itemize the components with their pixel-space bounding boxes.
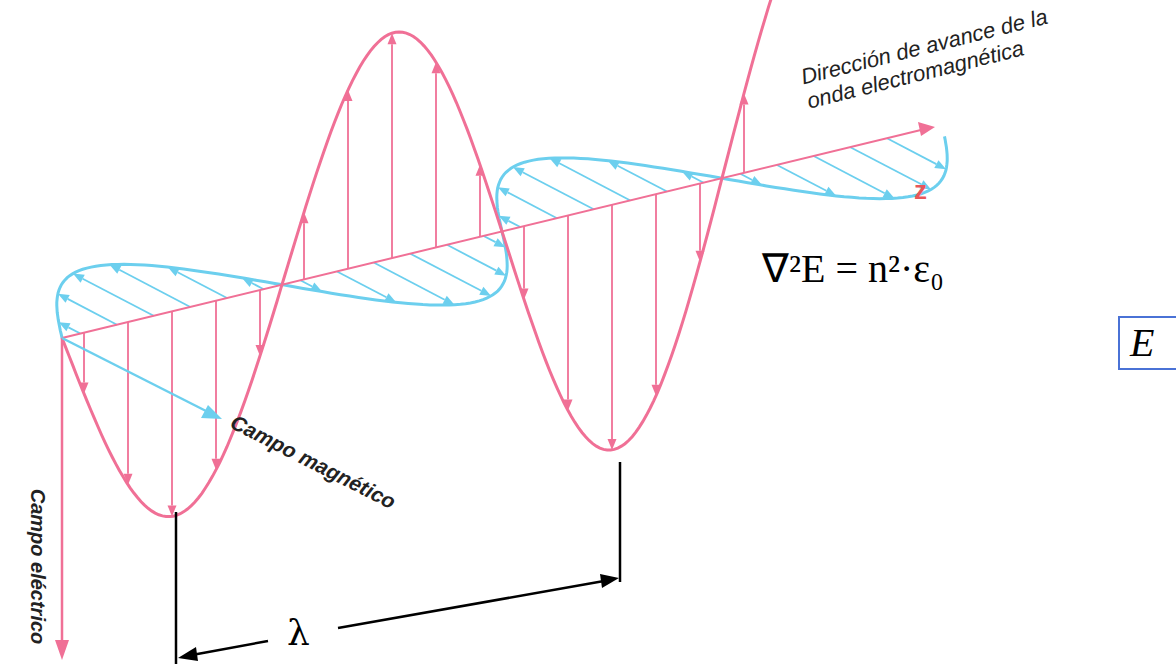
wavelength-marker: [175, 512, 178, 664]
field-vector: [68, 299, 117, 325]
field-vector: [559, 163, 630, 200]
wavelength-arrowhead: [178, 647, 198, 661]
field-vector: [303, 223, 305, 279]
propagation-axis: [62, 129, 925, 338]
field-vector: [850, 147, 921, 184]
field-vector: [743, 105, 745, 173]
field-vector: [484, 236, 496, 242]
field-vector: [618, 166, 667, 192]
field-vector: [777, 165, 826, 191]
field-vector: [508, 221, 520, 227]
field-vector: [523, 172, 594, 209]
field-vector: [611, 205, 613, 439]
field-vector: [435, 73, 437, 247]
field-vector: [887, 138, 936, 164]
field-vector: [83, 279, 154, 316]
field-vector-head: [73, 274, 85, 283]
electric-field-curve: [62, 0, 779, 517]
field-vector-head: [58, 294, 70, 303]
field-vector: [567, 216, 569, 400]
field-vector: [479, 176, 481, 237]
direction-label: Dirección de avance de la onda electroma…: [798, 0, 1101, 114]
field-vector: [178, 272, 227, 298]
field-vector-head: [934, 160, 946, 169]
field-vector: [347, 101, 349, 269]
field-vector: [374, 263, 445, 300]
field-vector: [740, 174, 752, 180]
electric-axis-head: [55, 640, 69, 660]
field-vector: [300, 280, 312, 286]
field-vector: [692, 176, 704, 182]
equation-text: E: [1130, 321, 1176, 365]
field-vector: [391, 44, 393, 258]
field-vector-head: [479, 287, 491, 296]
field-vector: [83, 333, 85, 383]
boxed-equation: E: [1118, 316, 1176, 370]
field-vector: [699, 184, 701, 251]
field-vector: [523, 226, 525, 288]
electric-field-label: Campo eléctrico: [26, 489, 49, 645]
field-vector-head: [494, 267, 506, 276]
field-vector-head: [513, 167, 525, 176]
wavelength-arrow: [338, 581, 604, 628]
field-vector: [447, 245, 496, 271]
electric-axis: [61, 338, 64, 645]
magnetic-axis-head: [201, 405, 222, 419]
axis-name: z: [914, 176, 927, 206]
field-vector: [259, 290, 261, 345]
field-vector: [814, 156, 885, 193]
field-vector: [337, 271, 386, 297]
field-vector: [508, 192, 557, 218]
wavelength-symbol: λ: [287, 612, 310, 653]
wavelength-marker: [619, 462, 622, 582]
wavelength-arrow: [192, 641, 268, 655]
wavelength-arrowhead: [600, 574, 619, 588]
field-vector: [252, 283, 264, 289]
axis-arrowhead: [918, 122, 935, 136]
magnetic-field-label: Campo magnético: [226, 410, 399, 514]
field-vector: [410, 254, 481, 291]
field-vector: [171, 311, 173, 505]
field-vector: [119, 270, 190, 307]
field-vector: [127, 322, 129, 474]
magnetic-axis: [62, 338, 208, 412]
field-vector: [655, 194, 657, 384]
field-vector-head: [498, 187, 510, 196]
field-vector: [215, 301, 217, 459]
wave-equation: ∇²E = n²·ε₀: [762, 246, 944, 292]
field-vector: [68, 327, 80, 333]
